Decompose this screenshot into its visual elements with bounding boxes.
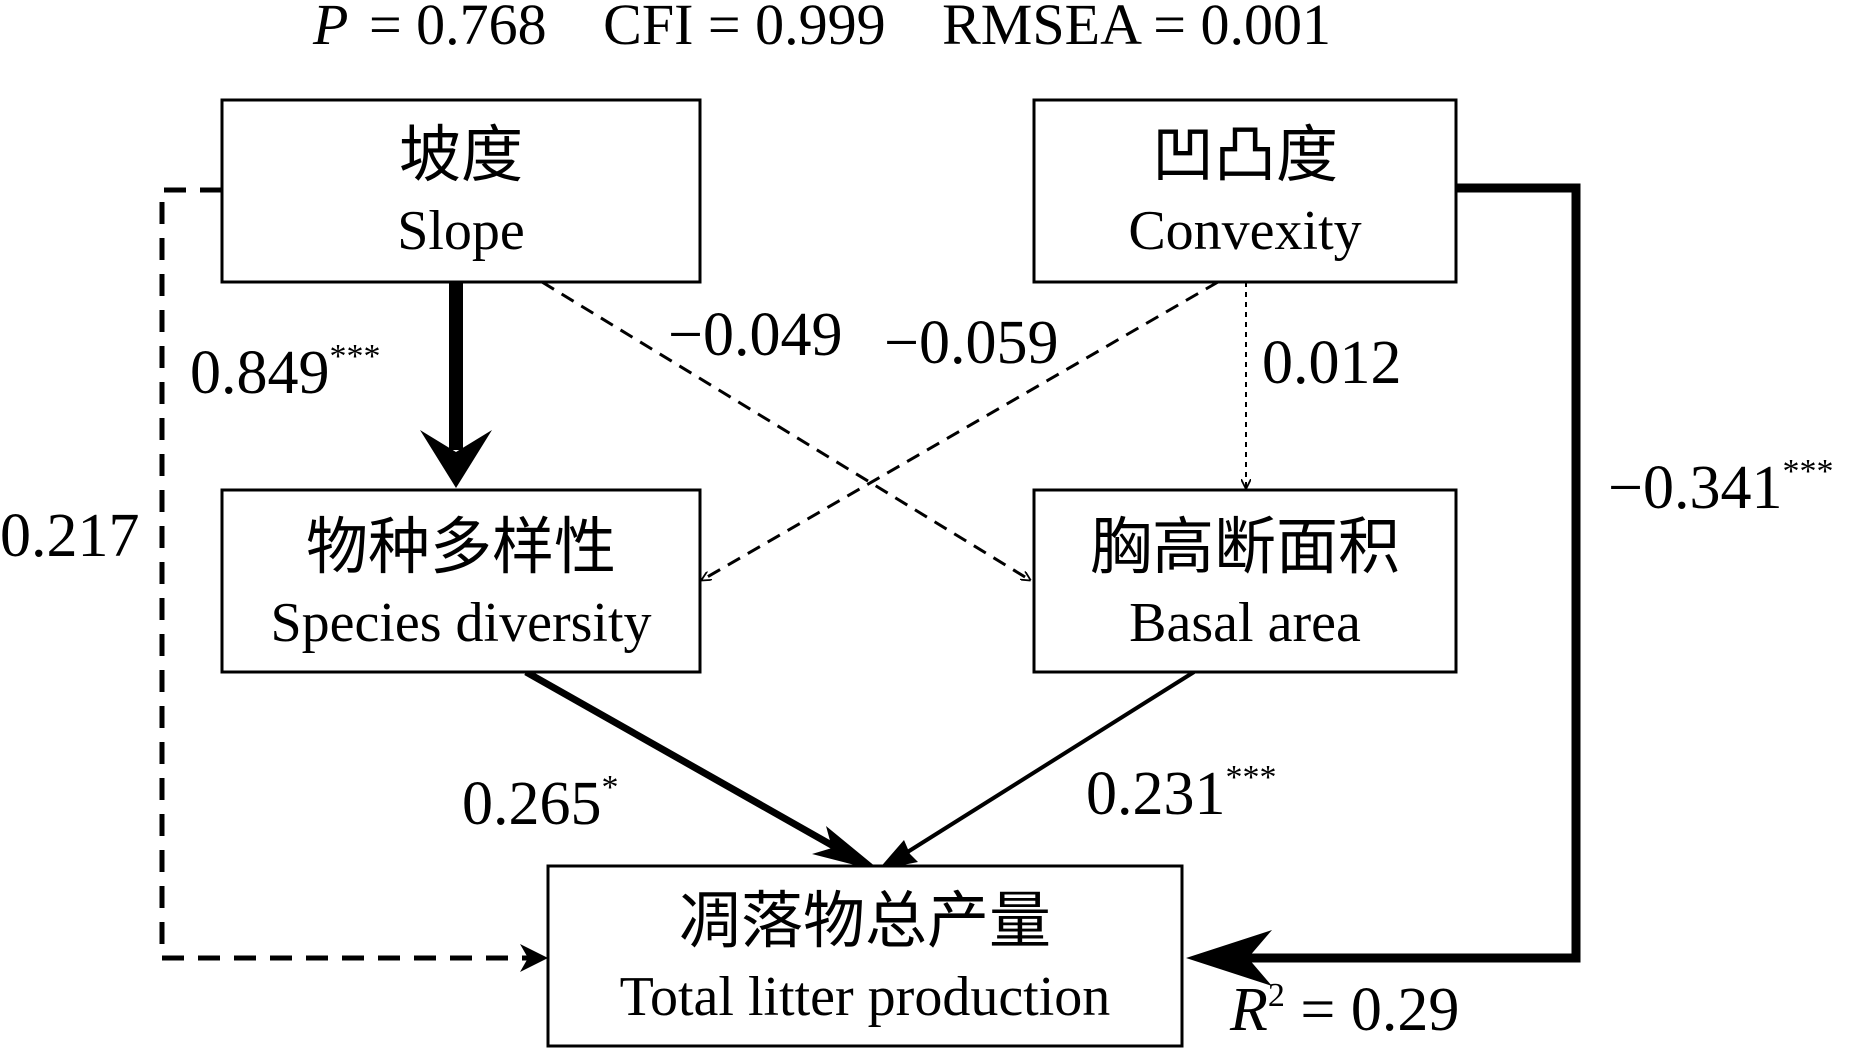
arrow-convexity-litter [1230,183,1581,963]
node-total-litter: 凋落物总产量 Total litter production [546,864,1184,1048]
node-species-diversity: 物种多样性 Species diversity [220,488,702,674]
label-convexity-litter: −0.341*** [1608,453,1833,522]
node-slope: 坡度 Slope [220,98,702,284]
arrow-species-litter [524,668,860,864]
node-litter-en: Total litter production [620,966,1111,1028]
node-litter-cn: 凋落物总产量 [679,884,1051,957]
node-basal-area: 胸高断面积 Basal area [1032,488,1458,674]
arrow-slope-basal [541,280,1030,580]
fit-p-value: = 0.768 [369,0,547,57]
node-slope-en: Slope [397,200,525,262]
arrowhead-basal-litter [878,840,918,870]
node-convexity-cn: 凹凸度 [1152,118,1338,191]
label-species-litter: 0.265* [462,769,619,838]
node-convexity-en: Convexity [1128,200,1361,262]
arrowhead-species-litter [812,826,882,872]
node-basal-en: Basal area [1129,592,1361,654]
label-basal-litter: 0.231*** [1086,759,1277,828]
node-convexity: 凹凸度 Convexity [1032,98,1458,284]
label-convexity-species: −0.059 [884,309,1058,377]
arrow-basal-litter [896,670,1196,860]
arrow-slope-litter [159,187,535,961]
label-slope-litter: 0.217 [0,502,140,570]
arrowhead-slope-species [420,430,492,488]
fit-p-symbol: P [312,0,348,57]
fit-rmsea: RMSEA = 0.001 [942,0,1331,57]
node-species-cn: 物种多样性 [306,510,616,583]
r-squared-label: R2 = 0.29 [1229,976,1459,1044]
fit-statistics: P = 0.768 CFI = 0.999 RMSEA = 0.001 [312,0,1331,57]
node-basal-cn: 胸高断面积 [1090,510,1400,583]
label-slope-basal: −0.049 [668,301,842,369]
node-slope-cn: 坡度 [399,118,523,191]
arrow-convexity-species [702,280,1219,580]
label-convexity-basal: 0.012 [1262,329,1402,397]
arrowhead-slope-litter [520,944,548,972]
fit-cfi: CFI = 0.999 [603,0,885,57]
arrowhead-convexity-litter [1186,930,1272,986]
node-species-en: Species diversity [270,592,651,654]
label-slope-species: 0.849*** [190,338,381,407]
